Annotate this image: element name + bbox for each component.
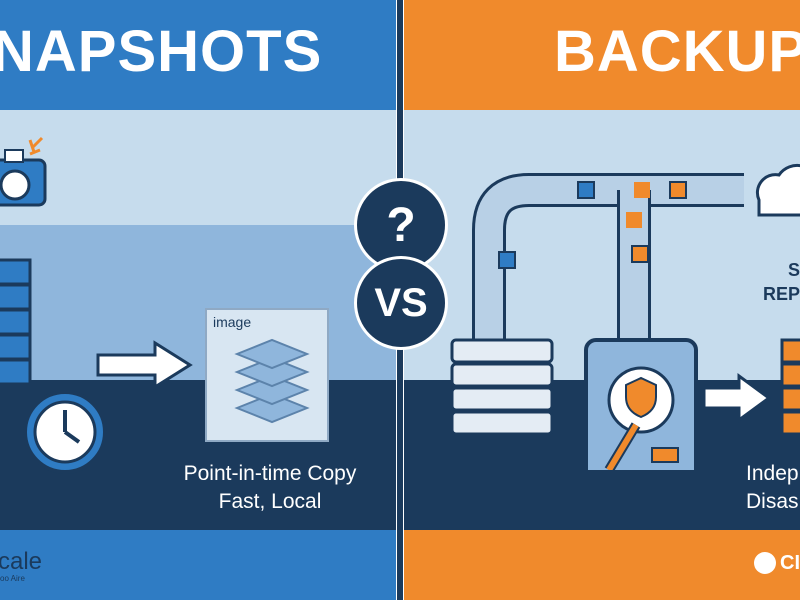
snapshots-panel: NAPSHOTS image Point-in-time Copy Fast, …	[0, 0, 396, 600]
logo-icon	[754, 552, 776, 574]
caption-line-2: Fast, Local	[218, 490, 322, 513]
layer-stack-icon	[234, 338, 310, 424]
logo-subtext: oo Aire	[0, 574, 25, 583]
backup-pipeline-illustration	[450, 164, 800, 470]
side-label-line-2: REP	[762, 284, 800, 304]
caption-line-2: Disas	[746, 490, 799, 513]
arrow-right-icon	[96, 340, 193, 390]
caption-line-1: Point-in-time Copy	[183, 462, 357, 485]
backup-caption: Indep Disas	[746, 460, 800, 516]
snapshot-caption: Point-in-time Copy Fast, Local	[170, 460, 370, 516]
side-label-line-1: S	[787, 260, 800, 280]
replication-label: S REP	[744, 258, 800, 306]
question-badge: ?	[354, 178, 448, 272]
image-label: image	[213, 314, 252, 330]
caption-line-1: Indep	[746, 462, 799, 485]
logo-text: cale	[0, 548, 43, 575]
logo-text: CI	[780, 552, 800, 574]
image-document: image	[205, 308, 329, 442]
camera-server-clock-icon	[0, 136, 107, 474]
snapshots-title: NAPSHOTS	[0, 19, 323, 84]
vs-badge: VS	[354, 256, 448, 350]
